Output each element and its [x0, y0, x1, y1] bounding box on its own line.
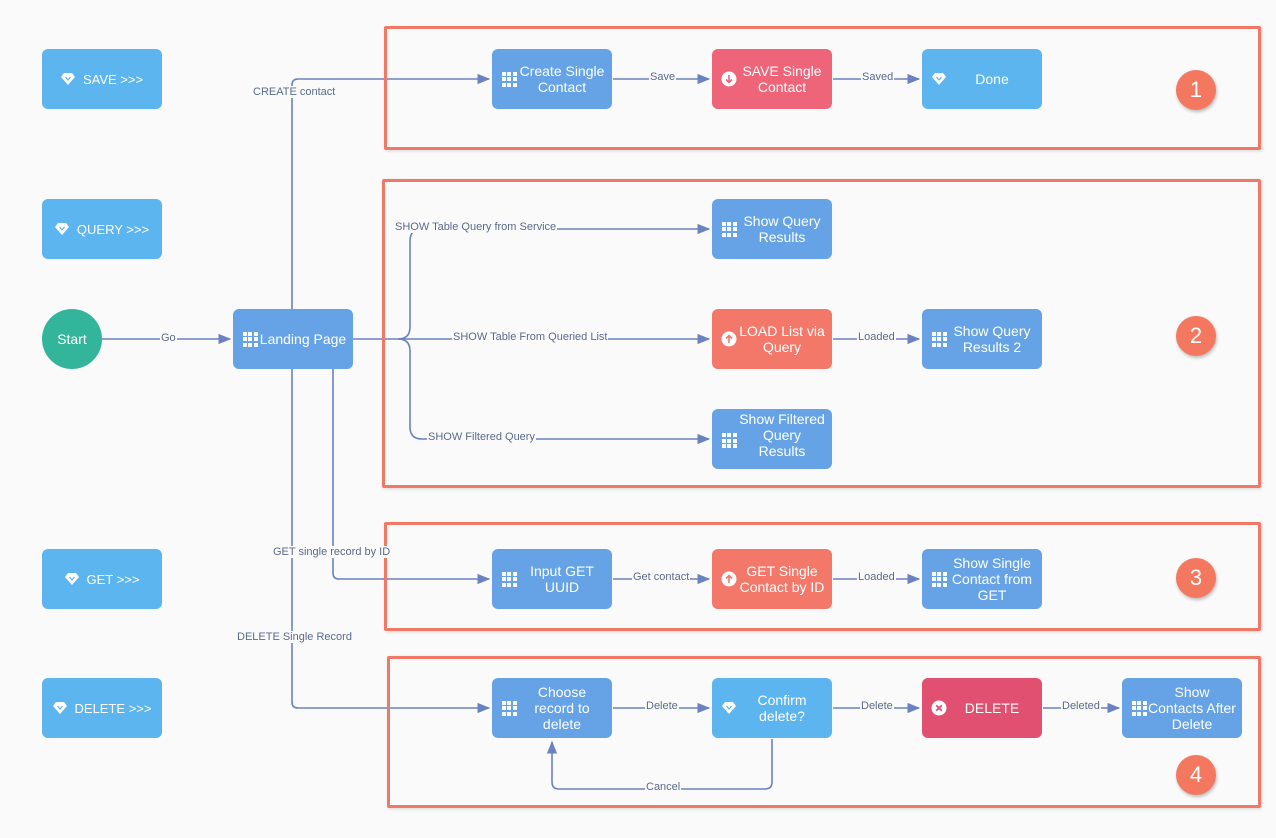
diamond-icon [930, 73, 948, 85]
download-circle-icon [720, 71, 738, 87]
grid-icon [500, 700, 518, 716]
grid-icon [241, 331, 259, 347]
grid-icon [720, 221, 738, 237]
group-box-get [384, 522, 1261, 631]
edge-label-delete-single-record: DELETE Single Record [236, 631, 353, 643]
edge-label-show-table-from-queried-list: SHOW Table From Queried List [452, 331, 609, 343]
group-number-badge: 4 [1176, 755, 1216, 795]
done-node[interactable]: Done [922, 49, 1042, 109]
diamond-icon [720, 702, 738, 714]
edge-label-deleted: Deleted [1061, 700, 1101, 712]
edge-create-contact [291, 73, 491, 309]
edge-label-save: Save [649, 71, 677, 83]
group-box-query [382, 179, 1261, 488]
show-filtered-query-results-node[interactable]: Show Filtered Query Results [712, 409, 832, 469]
upload-circle-icon [720, 331, 738, 347]
show-query-results-node[interactable]: Show Query Results [712, 199, 832, 259]
landing-page-label: Landing Page [259, 331, 347, 347]
edge-label-show-filtered-query: SHOW Filtered Query [427, 431, 536, 443]
show-single-contact-from-get-label: Show Single Contact from GET [951, 555, 1033, 603]
delete-node[interactable]: DELETE [922, 678, 1042, 738]
group-box-delete [387, 656, 1261, 808]
grid-icon [930, 331, 948, 347]
create-single-contact-node[interactable]: Create Single Contact [492, 49, 612, 109]
diamond-icon [52, 702, 67, 714]
save-single-contact-label: SAVE Single Contact [742, 63, 822, 95]
get-single-contact-by-id-label: GET Single Contact by ID [739, 563, 825, 595]
start-label: Start [57, 331, 87, 347]
upload-circle-icon [720, 571, 738, 587]
diamond-icon [54, 223, 69, 235]
query-shortcut-button[interactable]: QUERY >>> [42, 199, 162, 259]
delete-shortcut-label: DELETE >>> [74, 700, 152, 716]
done-label: Done [975, 71, 1009, 87]
group-number-badge: 2 [1176, 316, 1216, 356]
edge-label-create-contact: CREATE contact [252, 86, 337, 98]
grid-icon [1130, 700, 1148, 716]
get-shortcut-button[interactable]: GET >>> [42, 549, 162, 609]
show-contacts-after-delete-node[interactable]: Show Contacts After Delete [1122, 678, 1242, 738]
show-query-results-2-label: Show Query Results 2 [953, 323, 1031, 355]
input-get-uuid-node[interactable]: Input GET UUID [492, 549, 612, 609]
grid-icon [930, 571, 948, 587]
edge-label-delete: Delete [645, 700, 679, 712]
edge-to-filtered [397, 338, 711, 445]
diamond-icon [64, 573, 79, 585]
input-get-uuid-label: Input GET UUID [530, 563, 594, 595]
group-number-badge: 1 [1176, 70, 1216, 110]
create-single-contact-label: Create Single Contact [519, 63, 605, 95]
x-circle-icon [930, 700, 948, 716]
start-node[interactable]: Start [42, 309, 102, 369]
save-single-contact-node[interactable]: SAVE Single Contact [712, 49, 832, 109]
get-shortcut-label: GET >>> [86, 571, 140, 587]
diamond-icon [60, 73, 75, 85]
edge-label-go: Go [160, 332, 177, 344]
delete-node-label: DELETE [964, 700, 1020, 716]
delete-shortcut-button[interactable]: DELETE >>> [42, 678, 162, 738]
show-single-contact-from-get-node[interactable]: Show Single Contact from GET [922, 549, 1042, 609]
get-single-contact-by-id-node[interactable]: GET Single Contact by ID [712, 549, 832, 609]
edge-label-delete: Delete [860, 700, 894, 712]
landing-page-node[interactable]: Landing Page [233, 309, 353, 369]
grid-icon [720, 433, 738, 448]
grid-icon [500, 71, 518, 87]
edge-label-cancel: Cancel [645, 781, 682, 793]
edge-delete-single [291, 369, 491, 714]
group-box-save [384, 26, 1261, 150]
choose-record-to-delete-node[interactable]: Choose record to delete [492, 678, 612, 738]
confirm-delete-label: Confirm delete? [757, 692, 807, 724]
choose-record-to-delete-label: Choose record to delete [534, 684, 590, 732]
edge-get-single [332, 369, 491, 585]
edge-label-saved: Saved [861, 71, 895, 83]
grid-icon [500, 571, 518, 587]
show-query-results-2-node[interactable]: Show Query Results 2 [922, 309, 1042, 369]
confirm-delete-node[interactable]: Confirm delete? [712, 678, 832, 738]
edge-label-loaded: Loaded [857, 571, 896, 583]
edge-label-loaded: Loaded [857, 331, 896, 343]
load-list-via-query-label: LOAD List via Query [739, 323, 825, 355]
show-contacts-after-delete-label: Show Contacts After Delete [1148, 684, 1236, 732]
save-shortcut-label: SAVE >>> [82, 71, 144, 87]
edge-label-show-table-query-from-service: SHOW Table Query from Service [394, 221, 558, 233]
show-query-results-label: Show Query Results [743, 213, 821, 245]
query-shortcut-label: QUERY >>> [76, 221, 150, 237]
load-list-via-query-node[interactable]: LOAD List via Query [712, 309, 832, 369]
edge-label-get-single-record-by-id: GET single record by ID [272, 546, 392, 558]
edge-label-get-contact: Get contact [632, 571, 691, 583]
show-filtered-query-results-label: Show Filtered Query Results [739, 411, 825, 459]
save-shortcut-button[interactable]: SAVE >>> [42, 49, 162, 109]
group-number-badge: 3 [1176, 558, 1216, 598]
